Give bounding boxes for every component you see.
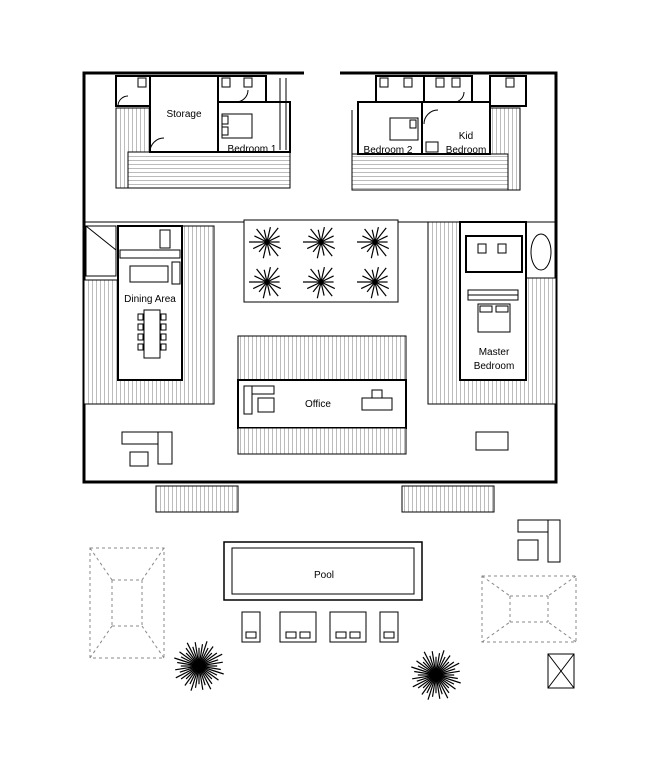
top-left-wing [115,75,291,189]
living-furniture [121,431,509,467]
pool-area [223,519,561,643]
label-kid-bedroom-2: Bedroom [446,145,487,156]
tree-icon [303,266,336,299]
tree-icon [249,266,282,299]
left-wing [83,225,215,405]
label-pool: Pool [314,570,334,581]
shrub-icon [174,641,224,691]
tree-icon [357,266,390,299]
label-storage: Storage [166,109,201,120]
dining-chairs [137,313,167,351]
front-decks [155,485,495,513]
shrub-icon [411,650,461,700]
label-master-bedroom-2: Bedroom [474,361,515,372]
pavilion-roofs [89,547,577,689]
tree-icon [249,226,282,259]
right-wing [427,221,557,405]
label-bedroom-2: Bedroom 2 [364,145,413,156]
top-right-wing [351,75,527,191]
room-labels: Storage Bedroom 1 Bedroom 2 Kid Bedroom … [124,109,514,581]
label-master-bedroom-1: Master [479,347,510,358]
label-dining-area: Dining Area [124,294,176,305]
label-bedroom-1: Bedroom 1 [228,144,277,155]
courtyard-trees [249,226,390,299]
label-office: Office [305,399,331,410]
label-kid-bedroom-1: Kid [459,131,473,142]
tree-icon [357,226,390,259]
tree-icon [303,226,336,259]
garden-shrubs [174,641,461,700]
center-court [237,219,407,455]
